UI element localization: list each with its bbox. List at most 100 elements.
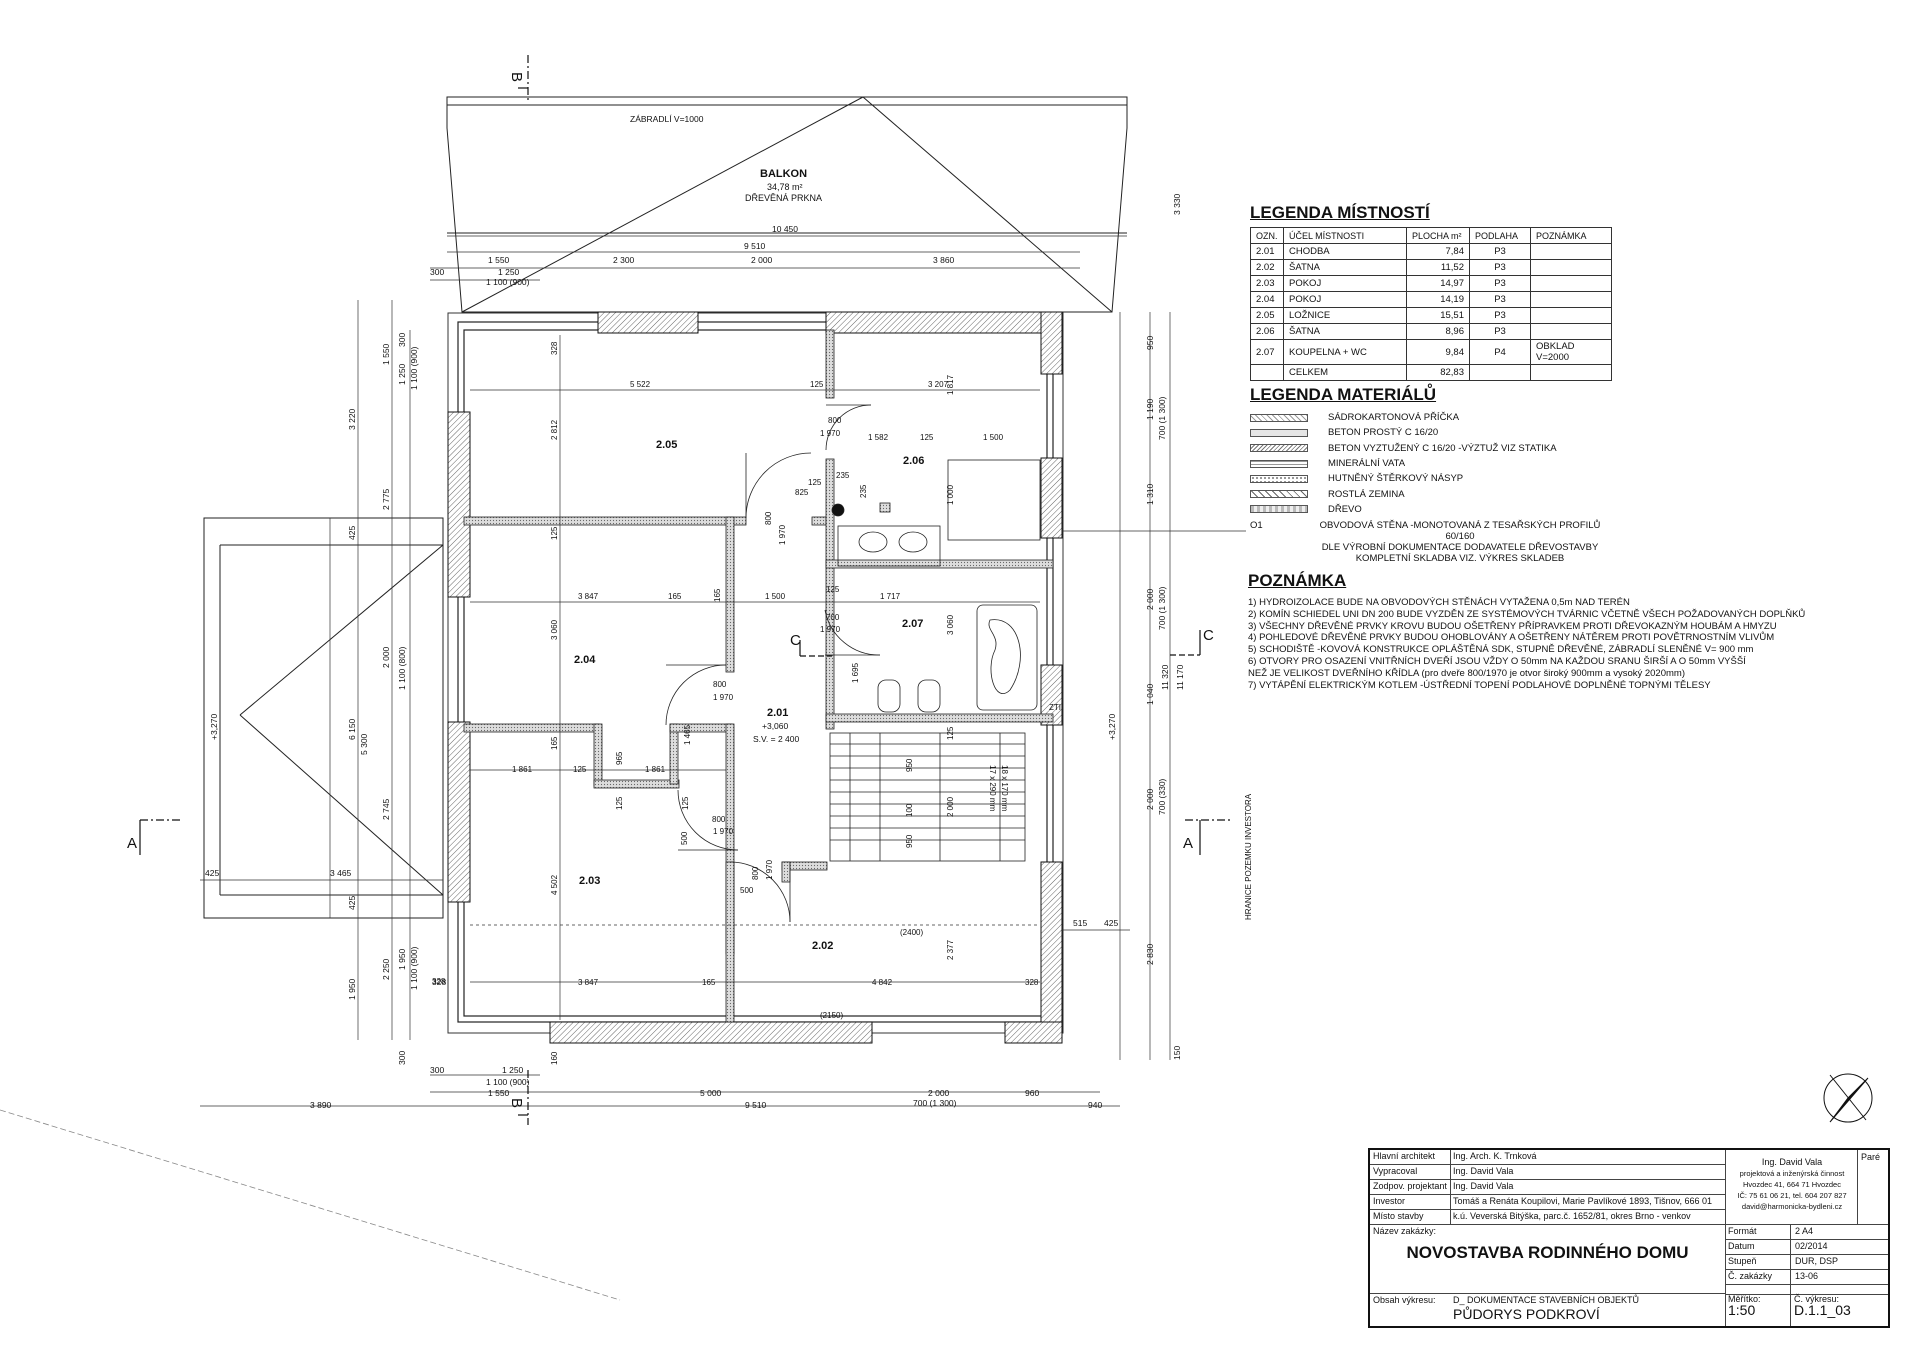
room-label: 2.05 [656,439,677,451]
dim-label: 125 [826,585,840,594]
row-value: Ing. David Vala [1453,1181,1514,1191]
material-label: DŘEVO [1328,503,1362,515]
material-label: ROSTLÁ ZEMINA [1328,488,1405,500]
chimney [831,503,845,517]
material-label: HUTNĚNÝ ŠTĚRKOVÝ NÁSYP [1328,473,1464,485]
table-cell: 15,51 [1406,307,1470,324]
content-label: Obsah výkresu: [1373,1295,1436,1305]
dim-label: 2 377 [946,939,955,960]
dim-label: 800 [712,815,726,824]
dim-label: 300 [430,267,444,277]
info-value: 13-06 [1795,1271,1819,1281]
office-stamp: Ing. David Vala projektová a inženýrská … [1727,1157,1857,1212]
dim-label: 18 x 170 mm [1000,765,1009,812]
dim-label: 1 250 [397,363,407,385]
dim-label: 165 [668,592,682,601]
dim-label: 1 190 [1145,398,1155,420]
dim-label: 1 550 [381,343,391,365]
note-item: 5) SCHODIŠTĚ -KOVOVÁ KONSTRUKCE OPLÁŠTĚN… [1248,644,1754,656]
total-label: CELKEM [1283,364,1407,381]
dim-label: 160 [550,1051,559,1065]
row-label: Vypracoval [1373,1166,1418,1176]
row-value: k.ú. Veverská Bitýška, parc.č. 1652/81, … [1453,1211,1691,1221]
balcony-floor: DŘEVĚNÁ PRKNA [745,193,822,203]
dims-right: 3 330 950 1 190 700 (1 300) 1 310 2 000 … [1073,193,1185,1060]
table-cell: LOŽNICE [1283,307,1407,324]
dim-label: 11 170 [1175,664,1185,690]
row-value: Ing. David Vala [1453,1166,1514,1176]
outer-walls [447,311,1064,1044]
title-block: Hlavní architekt Ing. Arch. K. Trnková V… [1368,1148,1890,1328]
section-letter: C [1203,627,1214,644]
dim-label: 1 817 [946,374,955,395]
table-cell [1250,364,1284,381]
material-swatch [1250,459,1308,468]
material-legend: SÁDROKARTONOVÁ PŘÍČKA BETON PROSTÝ C 16/… [1250,410,1557,517]
info-value: 02/2014 [1795,1241,1828,1251]
info-value: DUR, DSP [1795,1256,1839,1266]
dim-label: 1 100 (900) [409,946,419,990]
info-label: Formát [1728,1226,1757,1236]
dims-top: 10 450 9 510 1 550 2 300 2 000 3 860 1 2… [430,224,955,287]
material-swatch [1250,444,1308,453]
section-letter: A [127,835,137,852]
dim-label: 1 310 [1145,483,1155,505]
dim-label: 1 970 [713,693,734,702]
dim-label: 1 717 [880,592,901,601]
bidet [917,679,941,713]
dim-label: 3 890 [310,1100,332,1110]
dim-label: 965 [615,751,624,765]
dim-label: 950 [905,758,914,772]
scale-box: Měřítko: 1:50 [1728,1294,1761,1317]
dim-label: 800 [764,511,773,525]
note-item: 3) VŠECHNY DŘEVĚNÉ PRVKY KROVU BUDOU OŠE… [1248,620,1777,632]
project-label: Název zakázky: [1373,1226,1437,1236]
dim-label: 150 [1172,1046,1182,1060]
dim-label: 125 [615,796,624,810]
dims-bottom: 1 250 1 100 (900) 300 1 550 5 000 2 000 … [310,1065,1102,1110]
dim-label: 1 695 [851,662,860,683]
table-cell: 9,84 [1406,339,1470,365]
divider [1857,1150,1858,1225]
drawing-content-area: Obsah výkresu: D_ DOKUMENTACE STAVEBNÍCH… [1370,1294,1725,1326]
dim-label: 3 847 [578,978,599,987]
dim-label: 1 500 [765,592,786,601]
dim-label: 2 250 [381,958,391,980]
dim-label: 950 [905,834,914,848]
dim-label: 3 060 [550,619,559,640]
dim-label: 425 [347,526,357,540]
note-item: 7) VYTÁPĚNÍ ELEKTRICKÝM KOTLEM -ÚSTŘEDNÍ… [1248,679,1711,691]
legend-rooms-title: LEGENDA MÍSTNOSTÍ [1250,203,1430,222]
room-label: 2.04 [574,654,596,666]
dim-label: 1 970 [765,859,774,880]
office-name: Ing. David Vala [1761,1157,1823,1167]
info-label: Stupeň [1728,1256,1757,1266]
dim-label: 6 150 [347,718,357,740]
room-label: 2.03 [579,875,600,887]
dim-label: 700 [826,613,840,622]
room-label: 2.01 [767,707,788,719]
office-line: projektová a inženýrská činnost [1739,1169,1845,1178]
table-cell [1530,243,1612,260]
material-label: BETON PROSTÝ C 16/20 [1328,427,1439,439]
table-cell [1530,364,1612,381]
note-item: 6) OTVORY PRO OSAZENÍ VNITŘNÍCH DVEŘÍ JS… [1248,655,1746,667]
table-cell: P3 [1469,243,1531,260]
dim-label: 2 745 [381,798,391,820]
boundary-label: HRANICE POZEMKU INVESTORA [1244,793,1253,920]
divider [1790,1225,1791,1326]
table-header: POZNÁMKA [1530,227,1612,244]
bathtub [976,604,1038,711]
dim-label: 2 000 [751,255,773,265]
dim-label: 425 [1104,918,1118,928]
table-header: PODLAHA [1469,227,1531,244]
dim-label: 2 830 [1145,943,1155,965]
list-item: ROSTLÁ ZEMINA [1250,486,1557,501]
pare-label: Paré [1861,1152,1881,1162]
dim-label: 515 [1073,918,1087,928]
row-value: Tomáš a Renáta Koupilovi, Marie Pavlíkov… [1453,1196,1712,1206]
table-cell: 2.04 [1250,291,1284,308]
list-item: BETON PROSTÝ C 16/20 [1250,425,1557,440]
section-markers [139,55,1230,1125]
dim-label: 1 861 [645,765,666,774]
